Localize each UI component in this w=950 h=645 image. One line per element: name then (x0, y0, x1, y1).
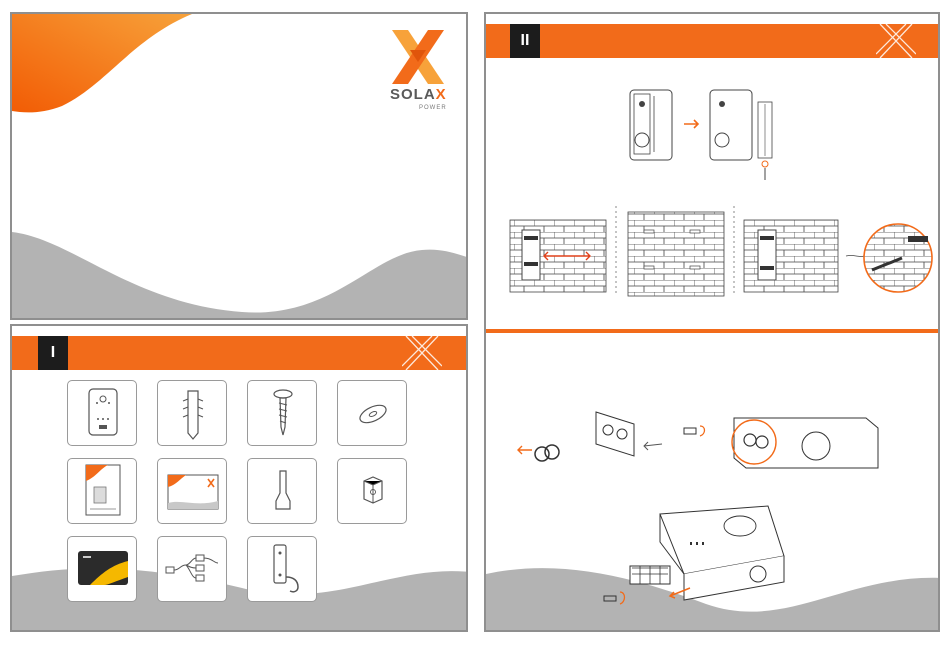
brand-name: SOLAX (390, 86, 447, 103)
item-washer (337, 380, 407, 446)
wall-marking-panel (510, 220, 606, 292)
charger-bottom-view-icon (732, 418, 878, 468)
arrow-right-icon (684, 120, 698, 128)
cable-hook-holder-icon (248, 537, 318, 603)
rfid-card-icon (68, 537, 138, 603)
ev-charger-unit-icon (68, 381, 138, 447)
cable-gland-step-illustration (516, 404, 906, 494)
washer-icon (338, 381, 408, 447)
section-two-panel: II (484, 12, 940, 632)
cover-panel: SOLAX POWER (10, 12, 468, 320)
item-screw (247, 380, 317, 446)
item-wall-anchor (157, 380, 227, 446)
wall-mounting-step-illustration (494, 196, 934, 306)
section-one-panel: I (10, 324, 468, 632)
item-comm-cable (157, 536, 227, 602)
wall-anchors-panel (628, 212, 724, 296)
charger-open-icon (710, 90, 772, 180)
gland-nuts-icon (518, 445, 559, 461)
cable-gland-nut-icon (338, 459, 408, 525)
gland-plate-icon (596, 412, 634, 456)
item-gland-nut (337, 458, 407, 524)
grey-wave (12, 232, 468, 320)
arrow-left-icon (644, 442, 662, 450)
bolt-icon (684, 426, 705, 436)
section-two-header-bar (486, 24, 938, 58)
orange-swoosh (12, 14, 192, 112)
brand-tagline: POWER (419, 105, 447, 111)
terminal-block-icon (630, 566, 670, 584)
brand-name-part1: SOLA (390, 86, 436, 103)
wall-anchor-plug-icon (158, 381, 228, 447)
item-ferrule (247, 458, 317, 524)
cable-ferrule-terminal-icon (248, 459, 318, 525)
item-rfid-card (67, 536, 137, 602)
remove-cover-step-illustration (624, 84, 804, 184)
communication-cable-adapter-icon (158, 537, 228, 603)
x-watermark-icon (402, 336, 442, 370)
item-cable-hook (247, 536, 317, 602)
section-two-number: II (510, 24, 540, 58)
terminal-insertion-step-illustration (600, 504, 830, 614)
section-one-number: I (38, 336, 68, 370)
screwdriver-detail-panel (864, 224, 932, 292)
quick-guide-card-icon (158, 459, 228, 525)
item-user-manual (67, 458, 137, 524)
charger-closed-icon (630, 90, 672, 160)
brand-name-part2: X (436, 86, 447, 103)
charger-body-icon (660, 506, 784, 600)
user-manual-booklet-icon (68, 459, 138, 525)
item-ev-charger (67, 380, 137, 446)
mount-charger-panel (744, 220, 864, 292)
item-quick-guide (157, 458, 227, 524)
section-one-header-bar (12, 336, 466, 370)
section-two-divider (486, 329, 938, 333)
solax-logo-icon (388, 28, 448, 88)
x-watermark-icon (876, 24, 916, 58)
screw-bolt-icon (604, 592, 625, 604)
self-tapping-screw-icon (248, 381, 318, 447)
